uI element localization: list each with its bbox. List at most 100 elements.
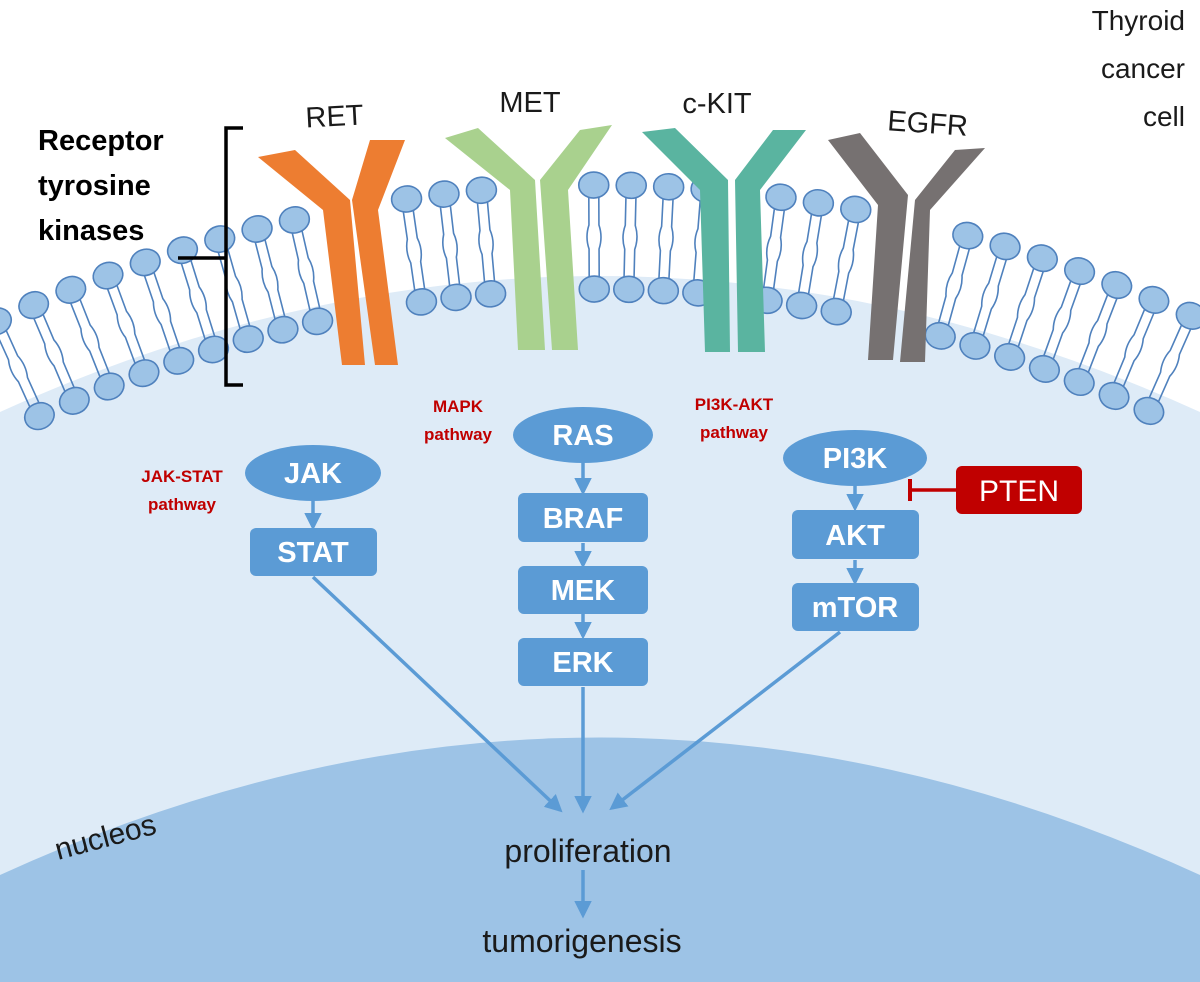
lipid-head [166,236,199,265]
rtk-bracket [178,126,243,387]
braf-node [518,493,648,542]
lipid-head [615,171,648,200]
tumorigenesis-label: tumorigenesis [482,923,681,959]
stat-node [250,528,377,576]
pi3k-label: PI3K [823,443,888,475]
lipid [1028,257,1096,383]
lipid-head [989,232,1021,261]
lipid [241,215,299,344]
receptor-group [258,125,985,365]
lipid-head [465,176,498,205]
receptor-label-egfr: EGFR [886,105,969,143]
lipid [577,171,611,303]
braf-label: BRAF [543,503,624,535]
pathway-label-mapk-line-2: pathway [424,425,493,444]
lipid-head [301,307,334,336]
lipid-head [204,225,236,254]
receptor-ret-left-arm [258,150,365,365]
lipid-head [0,307,13,336]
lipid [647,172,685,305]
lipid-head [18,290,50,320]
arrow-stat-proliferation [311,575,563,813]
pathway-label-jak-stat-line-1: JAK-STAT [141,467,223,486]
lipid-head [578,275,611,303]
lipid [465,176,507,308]
lipid-head [840,195,872,224]
receptor-ret-right-arm [352,140,405,365]
lipid-head [278,206,311,234]
rtk-label-line-3: kinases [38,215,144,247]
lipid-head [1063,367,1095,397]
lipid [1063,270,1133,397]
lipid-head [1026,244,1058,273]
lipid-head [1175,301,1200,330]
lipid [18,290,90,415]
receptor-label-ret: RET [305,100,365,135]
lipid [994,244,1058,371]
akt-label: AKT [825,520,885,552]
akt-node [792,510,919,559]
lipid-head [58,386,90,415]
lipid-head [1064,257,1096,286]
mek-node [518,566,648,614]
lipid-head [93,372,125,401]
lipid-head [612,275,645,304]
mtor-node [792,583,919,631]
lipid-bilayer [0,171,1200,431]
ras-label: RAS [552,420,613,452]
cell-label-line-3: cell [1143,101,1185,132]
pten-box [956,466,1082,514]
receptor-ckit-left-arm [642,128,730,352]
lipid-head [474,280,507,308]
lipid-head [55,275,87,304]
jak-stat-nodes: JAK STAT [245,445,381,576]
stat-label: STAT [277,537,349,569]
receptor-met-left-arm [445,128,545,350]
lipid-head [577,171,610,199]
lipid-head [129,248,161,277]
lipid-head [652,172,685,201]
lipid-head [952,221,984,250]
cell-label-line-2: cancer [1101,53,1185,84]
mtor-label: mTOR [812,592,899,624]
pathway-label-pi3k-akt-line-2: pathway [700,423,769,442]
nucleus [0,737,1200,982]
cell-label-line-1: Thyroid [1092,5,1185,36]
lipid [0,307,55,431]
lipid [428,180,472,312]
lipid-head [1028,354,1060,383]
receptor-label-met: MET [499,87,561,119]
lipid [55,275,125,401]
mapk-nodes: RAS BRAF MEK ERK [513,407,653,686]
pi3k-node [783,430,927,486]
lipid-head [802,188,835,217]
receptor-egfr [828,133,985,362]
arrow-mtor-proliferation [609,630,842,811]
receptor-ret [258,140,405,365]
lipid [924,221,984,350]
lipid-head [440,283,472,312]
erk-node [518,638,648,686]
rtk-label-line-2: tyrosine [38,170,151,202]
pten-label: PTEN [979,475,1059,508]
lipid-head [959,331,991,360]
lipid-head [92,261,124,290]
lipid-head [785,291,818,320]
lipid-head [1098,381,1130,411]
jak-node [245,445,381,501]
lipid [751,183,797,315]
lipid [820,195,872,326]
lipid [785,188,835,320]
lipid-head [765,183,797,212]
lipid-head [1138,285,1170,314]
lipid [1098,285,1170,411]
erk-label: ERK [552,647,613,679]
receptor-ckit [642,128,806,352]
proliferation-label: proliferation [504,833,671,869]
lipid-head [428,180,460,208]
lipid-head [1133,396,1165,426]
lipid-head [23,401,55,431]
lipid-head [128,359,160,388]
lipid-head [197,335,230,364]
receptor-ckit-right-arm [735,130,806,352]
